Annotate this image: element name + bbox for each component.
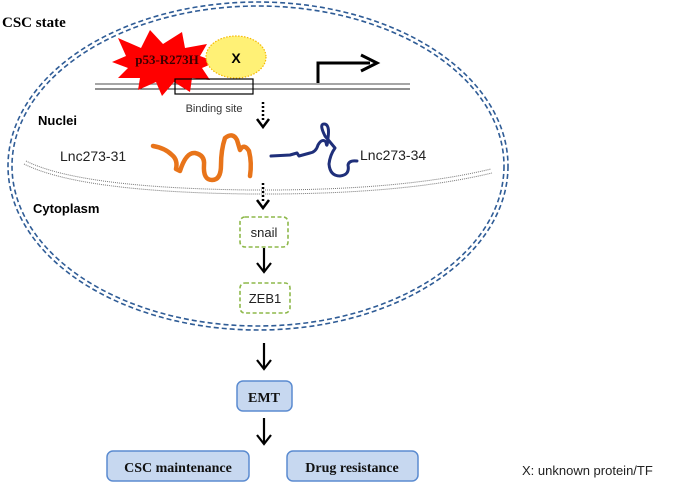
x-protein: X [205,35,267,79]
p53-r273h-protein: p53-R273H [112,30,216,96]
transcription-start-arrow-icon [316,53,381,83]
arrow-down-icon [256,248,272,274]
nuclei-label: Nuclei [38,113,77,128]
dotted-arrow-down-icon [256,183,270,211]
drug-resistance-label: Drug resistance [305,461,398,476]
lnc273-31-rna-icon [150,133,254,183]
dotted-arrow-down-icon [256,102,270,130]
nuclear-membrane [23,160,493,195]
zeb1-node: ZEB1 [239,282,291,314]
snail-label: snail [251,225,278,240]
legend-note: X: unknown protein/TF [522,463,653,478]
lnc273-31-label: Lnc273-31 [60,148,126,164]
lnc273-34-label: Lnc273-34 [360,147,426,163]
diagram-title: CSC state [2,15,66,31]
emt-node: EMT [236,380,293,412]
cytoplasm-label: Cytoplasm [33,201,99,216]
binding-site-label: Binding site [186,103,243,115]
csc-maintenance-node: CSC maintenance [106,450,250,482]
lnc273-34-rna-icon [269,122,359,178]
arrow-down-icon [256,418,272,446]
cell-membrane [7,1,509,331]
snail-node: snail [239,216,289,248]
binding-site-box [174,78,254,95]
x-label: X [231,50,241,66]
p53-label: p53-R273H [135,52,199,67]
csc-maintenance-label: CSC maintenance [124,461,232,476]
drug-resistance-node: Drug resistance [286,450,419,482]
zeb1-label: ZEB1 [249,291,282,306]
emt-label: EMT [248,391,281,406]
arrow-down-icon [256,343,272,371]
